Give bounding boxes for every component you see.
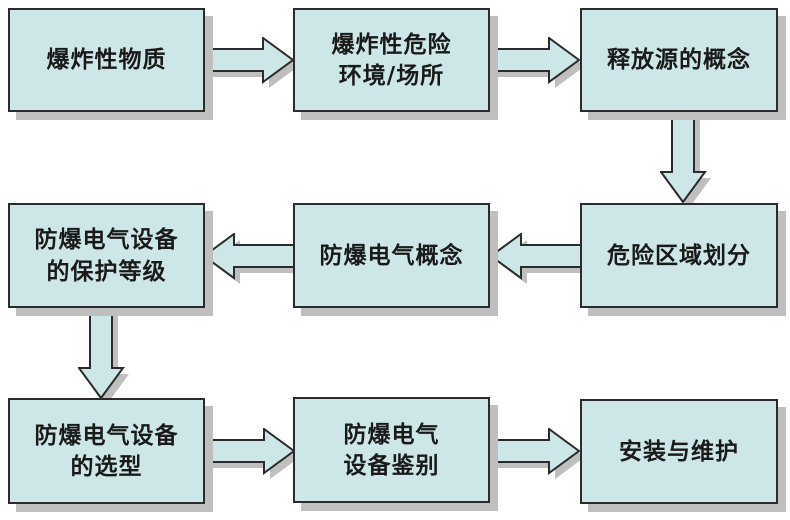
arrow-n2-n3-right — [489, 37, 585, 88]
node-label: 安装与维护 — [619, 437, 739, 465]
node-label: 爆炸性危险 — [331, 30, 452, 58]
arrow-n3-n4-down — [660, 112, 711, 208]
node-installation-maintenance: 安装与维护 — [580, 399, 778, 504]
arrow-n1-n2-right — [203, 37, 299, 88]
node-explosive-hazardous-environment: 爆炸性危险 环境/场所 — [293, 8, 490, 112]
node-label: 爆炸性物质 — [46, 46, 167, 74]
node-equipment-protection-level: 防爆电气设备 的保护等级 — [8, 203, 205, 308]
node-label: 的保护等级 — [46, 257, 167, 285]
node-label: 危险区域划分 — [607, 241, 751, 269]
node-label: 的选型 — [70, 453, 143, 480]
node-label: 设备鉴别 — [343, 452, 440, 479]
arrow-n6-n7-down — [78, 308, 129, 404]
arrow-n7-n8-right — [204, 428, 300, 479]
node-label: 防爆电气 — [343, 420, 440, 448]
node-label: 防爆电气概念 — [319, 241, 464, 269]
arrow-n5-n6-left — [204, 233, 300, 284]
node-label: 防爆电气设备 — [34, 421, 179, 449]
node-release-source-concept: 释放源的概念 — [580, 8, 778, 112]
node-hazardous-area-classification: 危险区域划分 — [580, 203, 778, 308]
node-label: 释放源的概念 — [607, 46, 751, 74]
node-equipment-identification: 防爆电气 设备鉴别 — [293, 397, 490, 503]
node-label: 环境/场所 — [338, 62, 445, 89]
node-equipment-selection: 防爆电气设备 的选型 — [8, 398, 205, 504]
node-explosion-proof-electrical-concept: 防爆电气概念 — [293, 203, 490, 308]
arrow-n8-n9-right — [489, 428, 585, 479]
arrow-n4-n5-left — [491, 233, 587, 284]
node-explosive-substances: 爆炸性物质 — [8, 8, 205, 112]
node-label: 防爆电气设备 — [34, 226, 179, 254]
